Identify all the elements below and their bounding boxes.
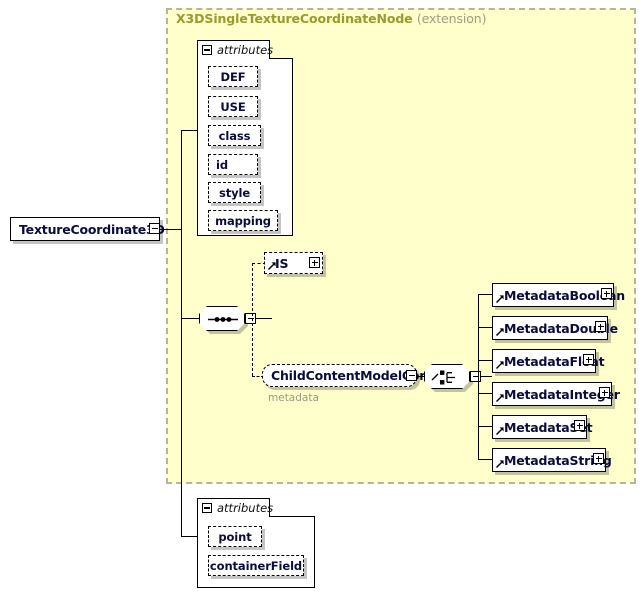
attribute-row-id[interactable]: id — [208, 154, 258, 175]
element-is[interactable]: IS — [264, 252, 323, 274]
attribute-row-mapping[interactable]: mapping — [208, 210, 278, 231]
attribute-label-class: class — [218, 128, 251, 143]
attribute-label-use: USE — [220, 99, 246, 114]
element-metadatadouble-label: MetadataDouble — [504, 320, 618, 336]
element-is-label: IS — [275, 255, 289, 271]
root-element-collapse-toggle[interactable] — [149, 223, 160, 234]
element-metadatafloat[interactable]: MetadataFloat — [492, 349, 605, 373]
attribute-row-style[interactable]: style — [208, 182, 261, 203]
inherited-attributes-tab[interactable]: attributes — [197, 40, 274, 59]
element-metadatafloat-expand-toggle[interactable] — [583, 354, 594, 365]
attribute-label-def: DEF — [220, 69, 246, 84]
attribute-row-containerfield[interactable]: containerField — [208, 555, 304, 576]
connector-choice-to-metadata-bus — [481, 376, 492, 377]
connector-trunk-to-own-attributes — [181, 536, 197, 537]
choice-compositor[interactable] — [424, 364, 470, 389]
element-metadatadouble[interactable]: MetadataDouble — [492, 316, 618, 340]
connector-bus-to-metadatafloat — [478, 360, 492, 361]
group-reference-label: ChildContentModelCore — [271, 368, 434, 383]
connector-group-to-choice — [417, 376, 424, 377]
element-metadatainteger-expand-toggle[interactable] — [599, 387, 610, 398]
connector-bus-to-metadataset — [478, 426, 492, 427]
connector-bus-to-metadatadouble — [478, 327, 492, 328]
attribute-row-use[interactable]: USE — [208, 96, 258, 117]
sequence-compositor-collapse-toggle[interactable] — [245, 313, 256, 324]
connector-main-trunk — [181, 130, 182, 536]
connector-trunk-to-sequence — [181, 318, 199, 319]
attribute-row-point[interactable]: point — [208, 526, 262, 547]
choice-compositor-glyph — [431, 370, 455, 385]
connector-branch-to-group — [252, 376, 264, 377]
own-attributes-collapse-icon[interactable] — [202, 503, 212, 513]
connector-sequence-to-dashed-trunk — [256, 318, 272, 319]
extension-base-type-name: X3DSingleTextureCoordinateNode — [176, 11, 413, 26]
sequence-compositor-glyph — [208, 317, 238, 322]
own-attributes-tab[interactable]: attributes — [197, 498, 274, 517]
attribute-label-id: id — [216, 157, 228, 172]
root-element-texturecoordinate3d[interactable]: TextureCoordinate3D — [10, 217, 165, 241]
attribute-label-style: style — [218, 185, 251, 200]
element-metadataset[interactable]: MetadataSet — [492, 415, 593, 439]
own-attributes-tab-label: attributes — [217, 501, 274, 515]
connector-bus-to-metadatastring — [478, 459, 492, 460]
element-metadataboolean-expand-toggle[interactable] — [601, 288, 612, 299]
attribute-row-def[interactable]: DEF — [208, 66, 258, 87]
connector-root-to-trunk — [160, 229, 181, 230]
connector-branch-to-is — [252, 263, 266, 264]
root-element-label: TextureCoordinate3D — [19, 221, 165, 237]
inherited-attributes-collapse-icon[interactable] — [202, 45, 212, 55]
group-reference-childcontentmodelcore[interactable]: ChildContentModelCore — [262, 364, 434, 387]
element-metadataset-label: MetadataSet — [504, 419, 593, 435]
element-metadatainteger[interactable]: MetadataInteger — [492, 382, 620, 406]
element-metadataset-expand-toggle[interactable] — [574, 420, 585, 431]
element-is-expand-toggle[interactable] — [309, 257, 320, 268]
attribute-label-mapping: mapping — [215, 213, 271, 228]
connector-trunk-to-inherited-attributes — [181, 130, 197, 131]
group-reference-caption: metadata — [268, 392, 319, 404]
element-metadatastring-expand-toggle[interactable] — [593, 453, 604, 464]
choice-compositor-collapse-toggle[interactable] — [470, 371, 481, 382]
attribute-label-containerfield: containerField — [209, 558, 303, 573]
connector-metadata-bus — [478, 294, 479, 460]
connector-optional-branch-vertical — [252, 263, 253, 376]
attribute-label-point: point — [218, 529, 252, 544]
element-metadataboolean-label: MetadataBoolean — [504, 287, 625, 303]
element-metadatadouble-expand-toggle[interactable] — [595, 321, 606, 332]
connector-bus-to-metadataboolean — [478, 294, 492, 295]
inherited-attributes-tab-label: attributes — [217, 43, 274, 57]
element-metadatainteger-label: MetadataInteger — [504, 386, 620, 402]
element-metadatastring-label: MetadataString — [504, 452, 612, 468]
group-reference-collapse-toggle[interactable] — [406, 370, 417, 381]
sequence-compositor[interactable] — [199, 306, 245, 331]
inherited-attributes-panel — [197, 58, 293, 236]
element-metadatastring[interactable]: MetadataString — [492, 448, 612, 472]
extension-group-title: X3DSingleTextureCoordinateNode (extensio… — [176, 11, 487, 26]
element-metadataboolean[interactable]: MetadataBoolean — [492, 283, 625, 307]
connector-bus-to-metadatainteger — [478, 393, 492, 394]
extension-qualifier-label: (extension) — [416, 11, 487, 26]
attribute-row-class[interactable]: class — [208, 125, 261, 146]
element-metadatafloat-label: MetadataFloat — [504, 353, 605, 369]
